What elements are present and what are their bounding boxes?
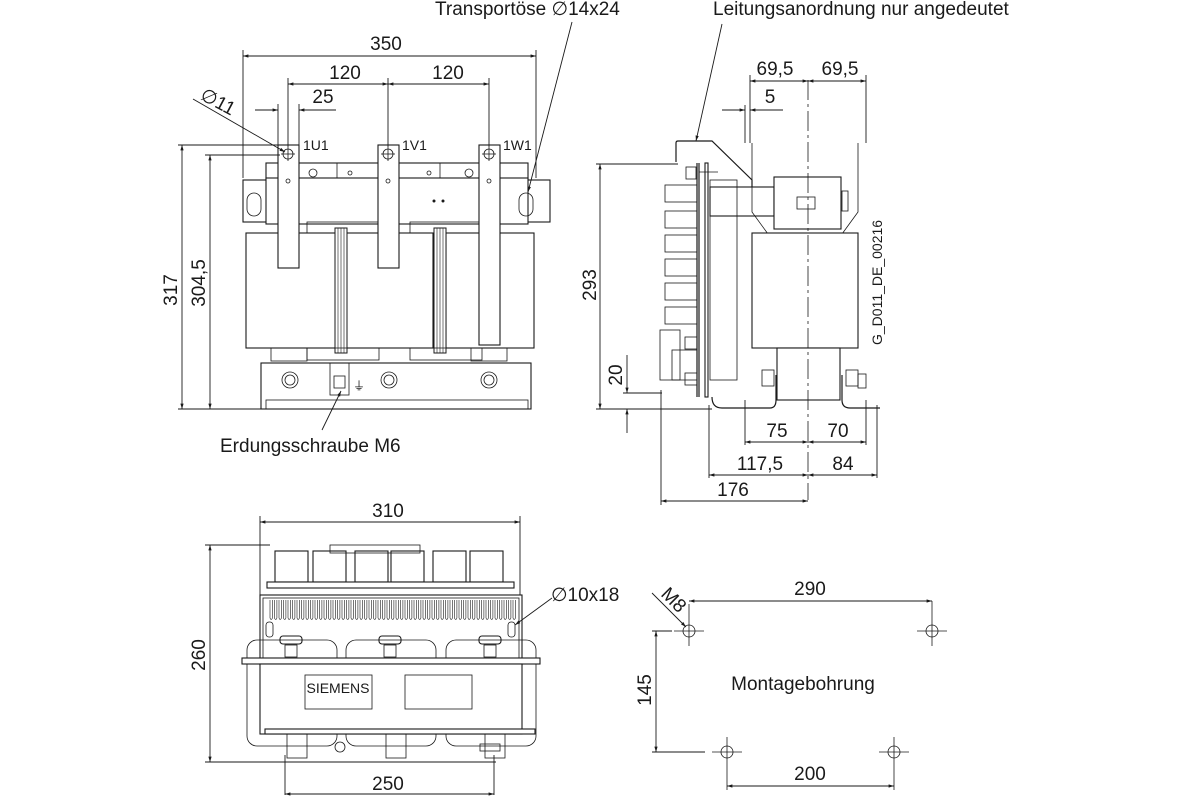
top-fins bbox=[269, 600, 516, 620]
terminal-label: 1W1 bbox=[503, 137, 532, 153]
dim-terminal-width: 25 bbox=[312, 87, 333, 108]
hole-dia-label: ∅11 bbox=[197, 85, 239, 121]
dim-terminal-height: 304,5 bbox=[189, 259, 210, 307]
top-terminal-boxes bbox=[274, 544, 504, 583]
mounting-hole-pattern: 290 200 145 M8 Montagebohrung bbox=[635, 579, 947, 790]
dim-pitch-2: 120 bbox=[432, 63, 464, 84]
dim-half-width-right: 69,5 bbox=[822, 59, 859, 80]
dim-bracket-offset: 5 bbox=[765, 87, 776, 108]
dim-depth-right: 84 bbox=[832, 454, 854, 475]
dim-mount-vertical: 145 bbox=[635, 674, 656, 706]
hole-top-right bbox=[917, 601, 947, 646]
dim-side-height: 293 bbox=[580, 269, 601, 301]
terminal-label: 1V1 bbox=[402, 137, 427, 153]
transport-eye-label: Transportöse ∅14x24 bbox=[435, 0, 620, 20]
dim-foot-span: 250 bbox=[372, 774, 404, 795]
dim-foot-height: 20 bbox=[606, 364, 627, 385]
ground-symbol: ⏚ bbox=[353, 379, 365, 393]
hole-top-left bbox=[674, 604, 704, 646]
terminal-label: 1U1 bbox=[303, 137, 329, 153]
dim-foot-right: 70 bbox=[827, 421, 848, 442]
side-view: 69,5 69,5 5 Leitungsanordnung nur angede… bbox=[580, 0, 1010, 505]
ground-screw-label: Erdungsschraube M6 bbox=[220, 436, 401, 457]
hole-bottom-right bbox=[879, 737, 909, 790]
top-view: ∅10x18 SIEMENS 310 260 bbox=[189, 501, 619, 796]
dim-pitch-1: 120 bbox=[329, 63, 361, 84]
brand-label: SIEMENS bbox=[306, 680, 369, 696]
dim-top-width: 310 bbox=[372, 501, 404, 522]
dim-overall-height: 317 bbox=[161, 274, 182, 306]
dim-depth-left: 117,5 bbox=[737, 454, 783, 475]
dim-overall-width: 350 bbox=[370, 34, 402, 55]
dim-top-depth: 260 bbox=[189, 639, 210, 671]
thread-label: M8 bbox=[656, 584, 690, 618]
drawing-id: G_D011_DE_00216 bbox=[869, 220, 885, 345]
front-view: ⏚ 1U1 1V1 1W1 35 bbox=[161, 0, 620, 457]
terminal-1V1: 1V1 bbox=[377, 137, 427, 269]
dim-foot-left: 75 bbox=[766, 421, 787, 442]
dim-total-depth: 176 bbox=[717, 480, 749, 501]
dim-mount-bottom: 200 bbox=[794, 764, 826, 785]
terminal-1W1: 1W1 bbox=[478, 137, 532, 346]
mounting-label: Montagebohrung bbox=[731, 674, 875, 695]
dim-mount-top: 290 bbox=[794, 579, 826, 600]
dim-half-width-left: 69,5 bbox=[757, 59, 794, 80]
cable-note-label: Leitungsanordnung nur angedeutet bbox=[713, 0, 1010, 20]
slot-label: ∅10x18 bbox=[551, 585, 619, 606]
core-limbs bbox=[334, 227, 447, 354]
terminal-1U1: 1U1 bbox=[277, 137, 329, 269]
hole-bottom-left bbox=[712, 737, 742, 790]
side-fins bbox=[664, 184, 698, 325]
